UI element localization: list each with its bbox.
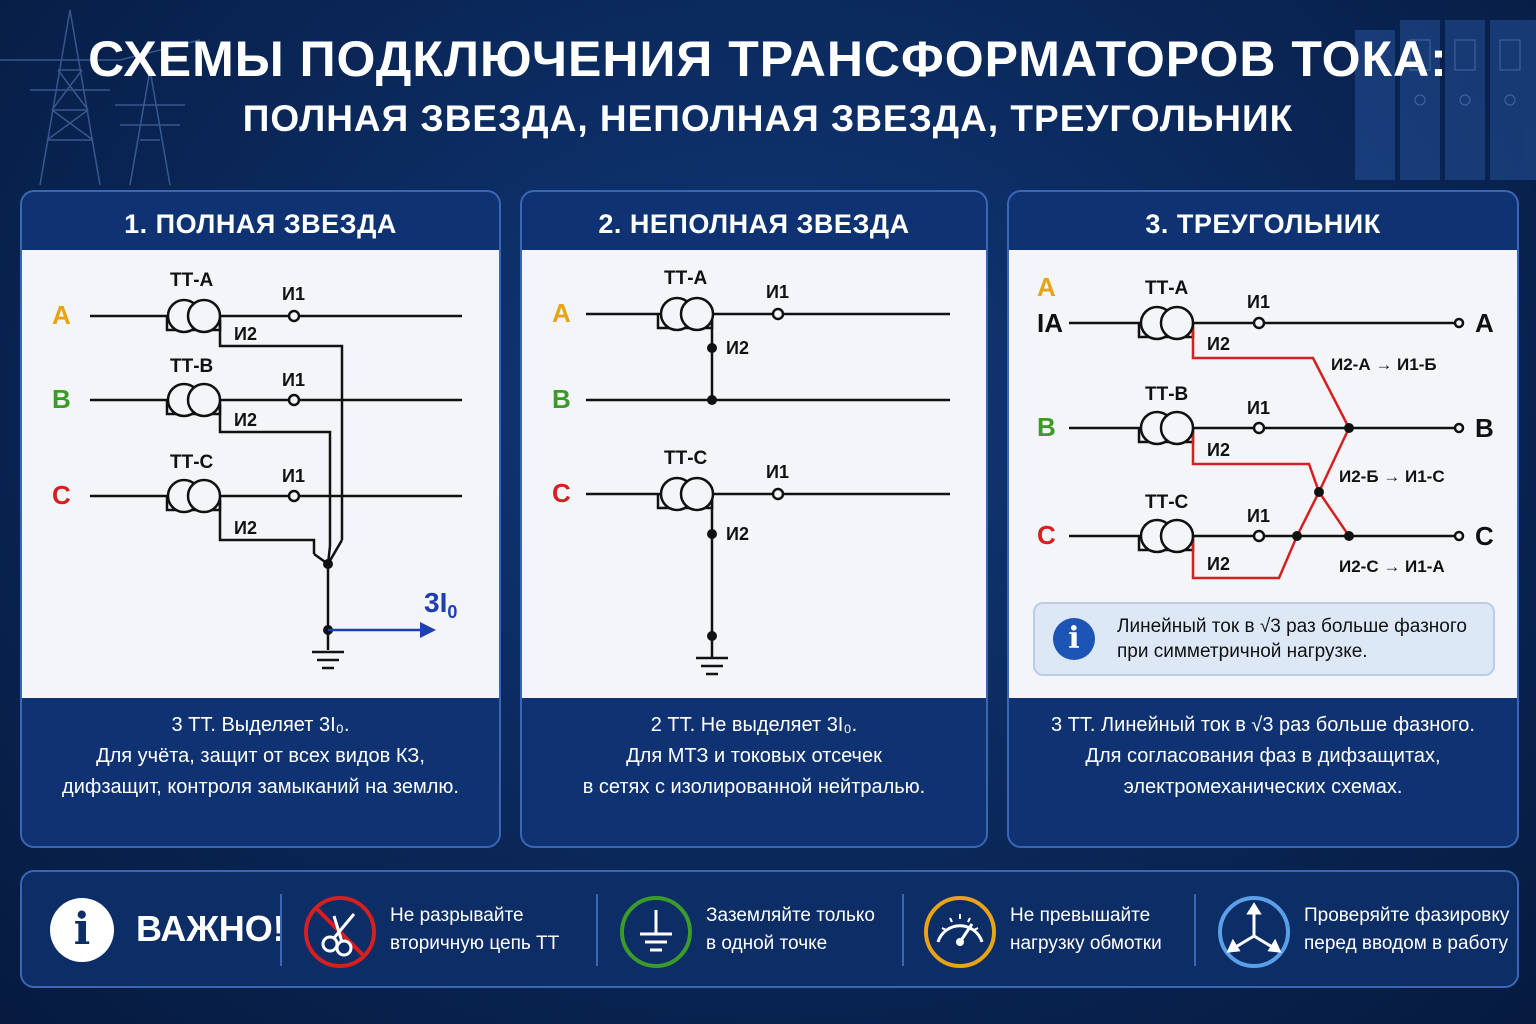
panel-heading: 2. НЕПОЛНАЯ ЗВЕЗДА xyxy=(598,209,910,239)
phase-label-b: B xyxy=(1037,412,1056,442)
phase-label-a: A xyxy=(552,298,571,328)
panel-caption: 2 ТТ. Не выделяет 3I₀. Для МТЗ и токовых… xyxy=(582,714,926,798)
ground-icon xyxy=(620,896,692,968)
phase-label-b: B xyxy=(52,384,71,414)
phase-label-b: B xyxy=(552,384,571,414)
ct-label-a: ТТ-А xyxy=(1145,278,1189,299)
ct-label-c: ТТ-С xyxy=(170,452,214,473)
panel-partial-star: 2. НЕПОЛНАЯ ЗВЕЗДА A B C xyxy=(520,190,988,848)
phase-rotation-icon xyxy=(1218,896,1290,968)
ct-label-c: ТТ-С xyxy=(664,448,708,469)
current-label-ia: IA xyxy=(1037,308,1063,338)
panel-caption: 3 ТТ. Линейный ток в √3 раз больше фазно… xyxy=(1051,714,1475,798)
power-pylon-icon xyxy=(0,9,201,186)
terminal-i1: И1 xyxy=(766,282,789,302)
output-b: B xyxy=(1475,413,1494,443)
phase-label-a: A xyxy=(1037,272,1056,302)
ct-label-c: ТТ-С xyxy=(1145,492,1189,513)
diagram-full-star: A B C ТТ-А ТТ-В ТТ-С И1 И1 И1 И2 И2 И2 3… xyxy=(22,250,499,698)
output-3i0-label: 3I0 xyxy=(424,587,457,622)
page-subtitle: ПОЛНАЯ ЗВЕЗДА, НЕПОЛНАЯ ЗВЕЗДА, ТРЕУГОЛЬ… xyxy=(242,98,1294,139)
important-label: ВАЖНО! xyxy=(136,908,285,949)
terminal-i2: И2 xyxy=(234,410,257,430)
terminal-i1: И1 xyxy=(1247,292,1270,312)
panel-caption: 3 ТТ. Выделяет 3I₀. Для учёта, защит от … xyxy=(62,714,459,798)
page-title: СХЕМЫ ПОДКЛЮЧЕНИЯ ТРАНСФОРМАТОРОВ ТОКА: xyxy=(88,31,1448,87)
terminal-i2: И2 xyxy=(234,324,257,344)
divider xyxy=(596,894,598,966)
switchgear-silhouette xyxy=(1355,20,1536,180)
info-icon: i xyxy=(50,898,114,962)
divider xyxy=(280,894,282,966)
panel-delta: 3. ТРЕУГОЛЬНИК A xyxy=(1007,190,1519,848)
ct-label-a: ТТ-А xyxy=(170,270,214,291)
terminal-i2: И2 xyxy=(726,338,749,358)
gauge-icon xyxy=(924,896,996,968)
background-decoration xyxy=(0,9,1536,186)
ct-label-b: ТТ-В xyxy=(170,356,213,377)
terminal-i1: И1 xyxy=(1247,398,1270,418)
terminal-i1: И1 xyxy=(766,462,789,482)
panel-heading: 3. ТРЕУГОЛЬНИК xyxy=(1145,209,1381,239)
link-label: И2-С → И1-А xyxy=(1339,557,1445,576)
phase-label-a: A xyxy=(52,300,71,330)
link-label: И2-А → И1-Б xyxy=(1331,355,1437,374)
divider xyxy=(1194,894,1196,966)
output-c: C xyxy=(1475,521,1494,551)
phase-label-c: C xyxy=(552,478,571,508)
terminal-i2: И2 xyxy=(1207,334,1230,354)
ct-label-a: ТТ-А xyxy=(664,268,708,289)
panel-full-star: 1. ПОЛНАЯ ЗВЕЗДА xyxy=(20,190,501,848)
link-label: И2-Б → И1-С xyxy=(1339,467,1445,486)
terminal-i2: И2 xyxy=(234,518,257,538)
ct-label-b: ТТ-В xyxy=(1145,384,1188,405)
phase-label-c: C xyxy=(1037,520,1056,550)
panel-heading: 1. ПОЛНАЯ ЗВЕЗДА xyxy=(124,209,397,239)
info-note: i Линейный ток в √3 раз больше фазного п… xyxy=(1033,602,1495,676)
terminal-i2: И2 xyxy=(1207,554,1230,574)
terminal-i1: И1 xyxy=(282,370,305,390)
no-break-circuit-icon xyxy=(304,896,376,968)
terminal-i1: И1 xyxy=(282,284,305,304)
divider xyxy=(902,894,904,966)
diagram-partial-star: A B C ТТ-А ТТ-С И1 И1 И2 И2 xyxy=(522,250,986,698)
phase-label-c: C xyxy=(52,480,71,510)
info-icon: i xyxy=(1053,618,1095,660)
terminal-i2: И2 xyxy=(1207,440,1230,460)
output-a: A xyxy=(1475,308,1494,338)
terminal-i1: И1 xyxy=(1247,506,1270,526)
terminal-i1: И1 xyxy=(282,466,305,486)
terminal-i2: И2 xyxy=(726,524,749,544)
diagram-delta: A IA B C ТТ-А ТТ-В ТТ-С И1 И1 И1 И2 И2 И… xyxy=(1009,250,1517,698)
